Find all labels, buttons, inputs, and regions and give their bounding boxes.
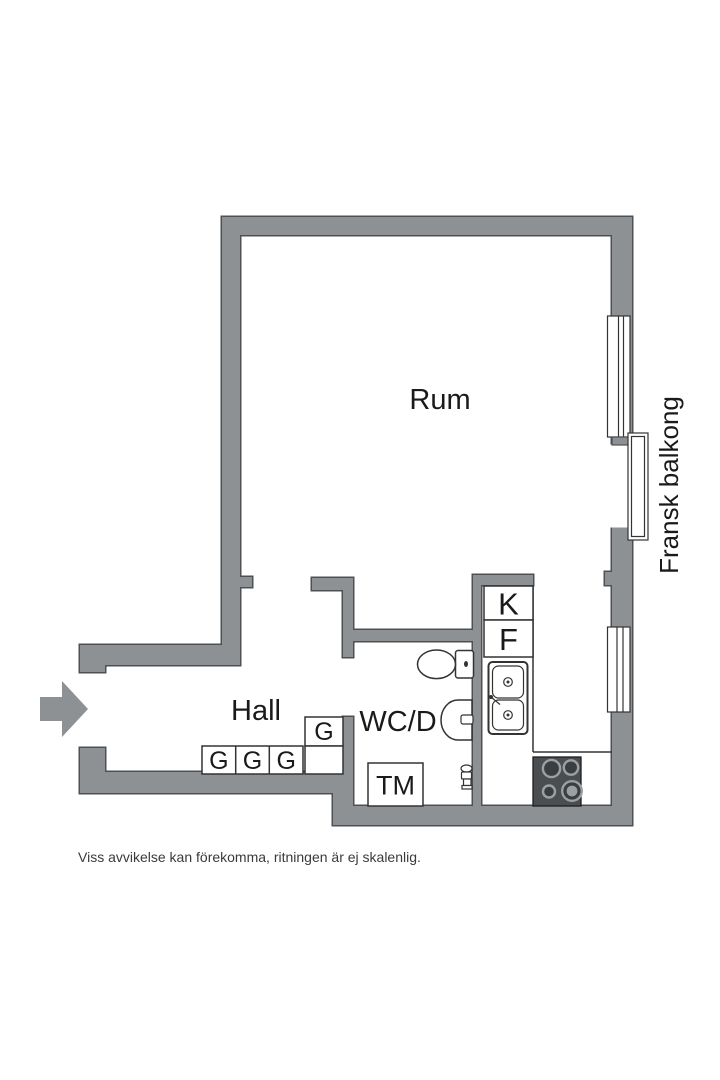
freezer-box	[483, 619, 534, 658]
upper-window-icon	[606, 315, 631, 438]
room-label-hall: Hall	[231, 695, 281, 727]
wardrobe-row	[201, 745, 304, 775]
wardrobe-label: G	[314, 718, 333, 746]
wardrobe-box	[304, 716, 344, 747]
wardrobe-label: G	[209, 747, 228, 775]
kitchen-window-icon	[606, 626, 631, 713]
wardrobe-label: G	[276, 747, 295, 775]
walls-outline	[78, 215, 634, 827]
french-balcony-door-icon	[609, 432, 649, 541]
kitchen-counter	[532, 585, 612, 753]
washing-machine-box	[367, 762, 424, 807]
room-label-wcd: WC/D	[359, 706, 436, 738]
balcony-label: Fransk balkong	[654, 396, 684, 574]
fridge-label: K	[498, 587, 519, 622]
walls	[80, 217, 632, 825]
room-label-rum: Rum	[409, 384, 470, 416]
toilet-icon	[416, 649, 475, 680]
kitchen-sink-icon	[487, 661, 529, 735]
water-tap-icon	[460, 764, 473, 790]
stove-icon	[532, 756, 584, 807]
wardrobe-label: G	[243, 747, 262, 775]
bathroom-sink-icon	[440, 699, 474, 741]
freezer-label: F	[499, 622, 518, 657]
fridge-box	[483, 585, 534, 621]
cabinet-box	[304, 745, 344, 775]
disclaimer-text: Viss avvikelse kan förekomma, ritningen …	[78, 849, 421, 865]
washing-machine-label: TM	[376, 771, 415, 801]
entry-arrow-icon	[40, 681, 88, 737]
